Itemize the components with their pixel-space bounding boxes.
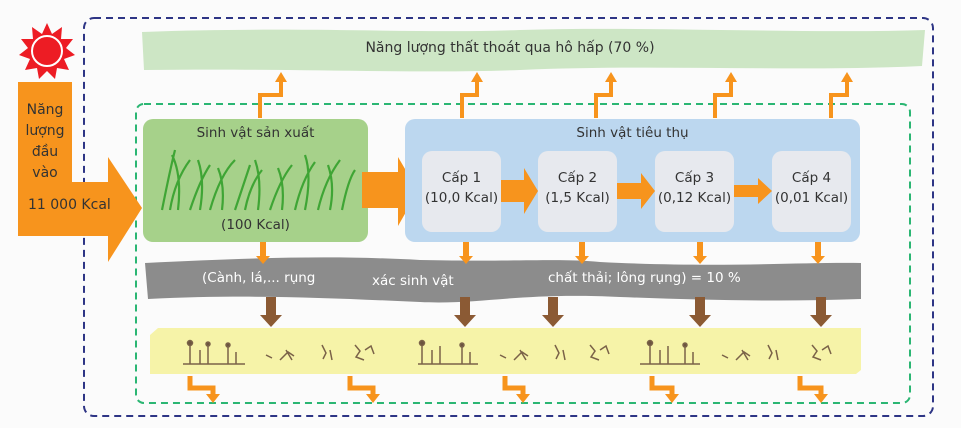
- respiration-band: [142, 28, 925, 72]
- sun-icon: [19, 23, 75, 79]
- consumer-title: Sinh vật tiêu thụ: [576, 125, 689, 141]
- level-value: (0,01 Kcal): [774, 190, 849, 206]
- fungi-icon: [183, 339, 245, 365]
- level-box: [772, 151, 851, 232]
- bacteria-icon: [265, 344, 375, 361]
- respiration-label: Năng lượng thất thoát qua hô hấp (70 %): [365, 40, 655, 56]
- heat-loss-arrows: [187, 376, 828, 403]
- decomposer-icons: [183, 339, 832, 365]
- level-1: Cấp 1 (10,0 Kcal): [422, 168, 501, 208]
- level-arrow: [501, 168, 538, 214]
- input-energy-value: 11 000 Kcal: [28, 197, 111, 213]
- level-2: Cấp 2 (1,5 Kcal): [538, 168, 617, 208]
- level-value: (0,12 Kcal): [657, 190, 732, 206]
- level-value: (1,5 Kcal): [545, 190, 610, 206]
- level-box: [422, 151, 501, 232]
- input-label-line: Năng: [26, 102, 64, 118]
- decomposition-arrows: [260, 297, 832, 327]
- level-box: [655, 151, 734, 232]
- level-box: [538, 151, 617, 232]
- fungi-icon: [418, 339, 478, 365]
- input-energy-label: Năng lượng đầu vào: [18, 100, 72, 184]
- level-name: Cấp 2: [557, 170, 598, 186]
- bacteria-icon: [721, 344, 832, 361]
- level-4: Cấp 4 (0,01 Kcal): [772, 168, 851, 208]
- producer-value: (100 Kcal): [221, 217, 290, 233]
- fungi-icon: [640, 339, 700, 365]
- producer-to-consumer-arrow: [362, 157, 418, 226]
- input-label-line: lượng: [25, 123, 65, 139]
- input-label-line: đầu: [31, 144, 59, 160]
- detritus-label-3: chất thải; lông rụng) = 10 %: [548, 270, 741, 286]
- detritus-arrows: [256, 242, 825, 264]
- detritus-band: [145, 257, 861, 303]
- level-3: Cấp 3 (0,12 Kcal): [655, 168, 734, 208]
- grass-icon: [160, 149, 356, 211]
- respiration-arrows: [258, 80, 849, 118]
- level-arrow: [734, 178, 772, 204]
- consumer-box: [405, 119, 860, 242]
- input-label-line: vào: [32, 165, 58, 181]
- bacteria-icon: [499, 344, 610, 361]
- level-name: Cấp 3: [674, 170, 715, 186]
- producer-title: Sinh vật sản xuất: [196, 125, 315, 141]
- input-energy-arrow: [18, 82, 142, 262]
- respiration-arrowheads: [275, 72, 853, 82]
- level-value: (10,0 Kcal): [424, 190, 499, 206]
- detritus-label-2: xác sinh vật: [372, 273, 454, 289]
- decomposer-band: [150, 328, 861, 374]
- level-arrow: [617, 173, 655, 209]
- level-name: Cấp 1: [441, 170, 482, 186]
- detritus-label-1: (Cành, lá,... rụng: [202, 270, 316, 286]
- level-name: Cấp 4: [791, 170, 832, 186]
